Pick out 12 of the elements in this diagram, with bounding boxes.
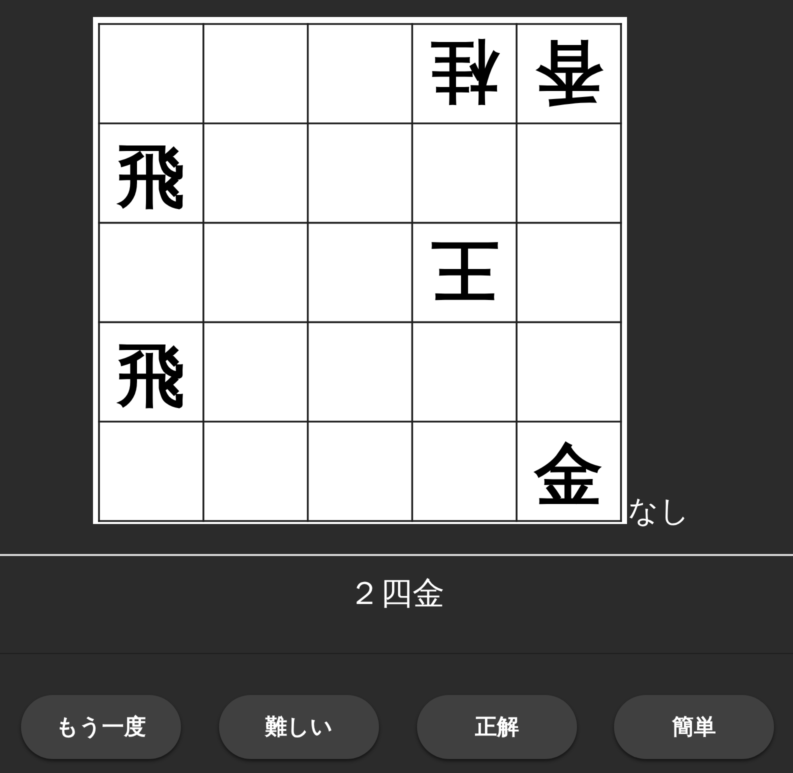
easy-button: 簡単 [614,695,774,759]
pieces-in-hand-text: なし [628,494,690,530]
shogi-piece: 金 [534,442,603,510]
shogi-piece: 王 [430,235,498,304]
good-button: 正解 [417,695,577,759]
shogi-piece: 飛 [117,342,185,411]
again-button: もう一度 [21,695,181,759]
shogi-piece: 飛 [117,144,185,212]
answer-move-text: ２四金 [348,574,444,612]
shogi-piece: 桂 [430,36,498,104]
hard-button: 難しい [219,695,379,759]
shogi-piece: 香 [534,36,603,104]
